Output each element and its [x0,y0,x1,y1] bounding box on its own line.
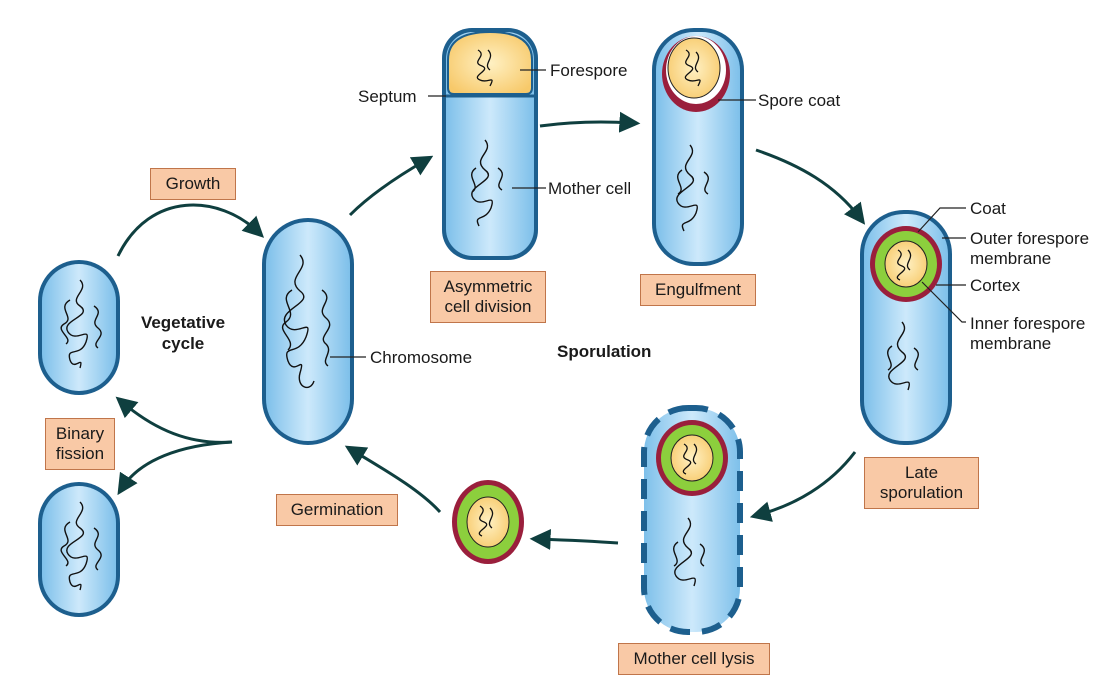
chromosome-squiggle [682,443,698,475]
stage-label-asymmetric-cell-division: Asymmetric cell division [430,271,546,323]
chromosome-squiggle [476,49,493,87]
label-forespore: Forespore [550,61,627,80]
to-engulfment-arrow [539,111,641,133]
stage-label-growth: Growth [150,168,236,200]
elongated-cell [262,218,354,445]
chromosome-squiggle [684,49,701,87]
to-spore-arrow [529,528,619,550]
label-sporulation: Sporulation [557,342,651,361]
germination-arrow [344,445,442,514]
fission-arrow-bottom [117,440,233,496]
chromosome-squiggle [281,254,331,389]
vegetative-cell-bottom [38,482,120,617]
chromosome-squiggle [60,501,102,591]
asymmetric-division-cell [442,28,538,260]
label-chromosome: Chromosome [370,348,472,367]
growth-arrow [116,203,265,257]
to-lysis-arrow [749,451,857,522]
stage-label-germination: Germination [276,494,398,526]
stage-label-engulfment: Engulfment [640,274,756,306]
chromosome-squiggle [673,517,705,587]
stage-label-binary-fission: Binary fission [45,418,115,470]
stage-label-mother-cell-lysis: Mother cell lysis [618,643,770,675]
chromosome-squiggle [60,279,102,369]
late-sporulation-cell [860,210,952,445]
fission-arrow-top [115,396,233,444]
chromosome-squiggle [887,321,919,391]
leader-lines [330,69,966,358]
stage-label-late-sporulation: Late sporulation [864,457,979,509]
chromosome-squiggle [478,505,494,537]
free-spore [452,480,524,564]
label-septum: Septum [358,87,417,106]
label-coat: Coat [970,199,1006,218]
vegetative-cell-top [38,260,120,395]
engulfment-cell [652,28,744,266]
to-asymmetric-arrow [348,155,434,217]
to-late-arrow [755,148,866,225]
forespore-body [884,240,928,288]
label-spore-coat: Spore coat [758,91,840,110]
label-cortex: Cortex [970,276,1021,295]
chromosome-squiggle [896,249,912,281]
forespore-body [667,37,721,99]
chromosome-squiggle [676,144,709,232]
forespore-body [670,434,714,482]
mother-cell-lysis-cell [641,405,743,635]
forespore-compartment [447,30,533,95]
chromosome-squiggle [471,139,503,227]
label-mother-cell: Mother cell [548,179,631,198]
